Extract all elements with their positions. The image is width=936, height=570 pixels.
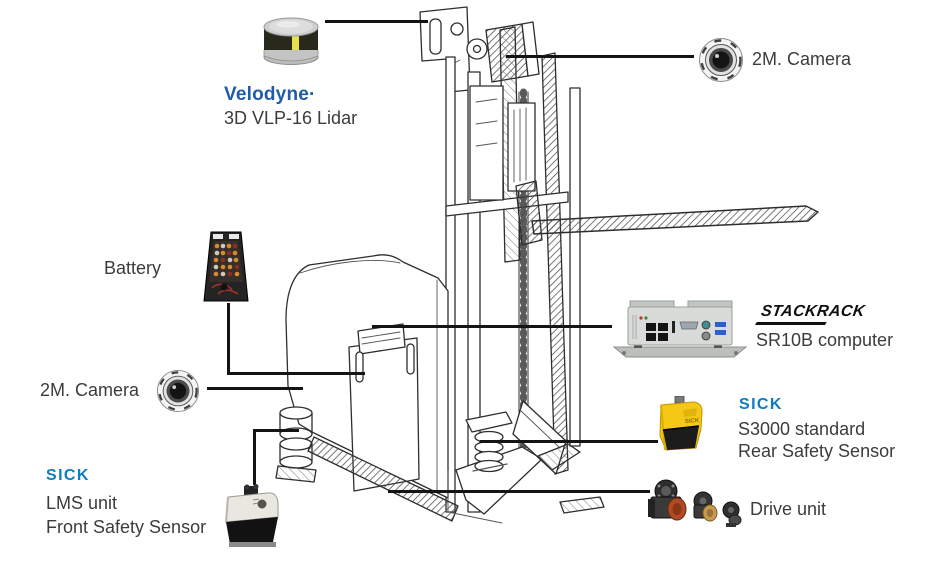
computer-label: SR10B computer [756, 330, 894, 350]
leader-battery-vertical [227, 303, 230, 375]
lidar-label: 3D VLP-16 Lidar [224, 108, 358, 128]
leader-camera-left [207, 387, 303, 390]
camera-left-label: 2M. Camera [40, 380, 140, 400]
forklift-sketch [275, 6, 819, 524]
sr10b-computer-image [612, 300, 748, 358]
drive-unit-image [648, 479, 742, 527]
leader-camera-top [506, 55, 694, 58]
velodyne-logo: Velodyne· [224, 84, 316, 105]
camera-top-icon [699, 38, 743, 82]
leader-front-sensor-vertical [253, 429, 256, 485]
fork [515, 180, 819, 246]
mast-carriage [469, 85, 536, 201]
drive-unit-label: Drive unit [750, 499, 827, 519]
stackrack-logo-underline [755, 322, 827, 325]
mast-top-bracket [419, 6, 471, 93]
leader-rear-sensor [480, 440, 658, 443]
lms-sensor-image [225, 484, 279, 547]
rear-sensor-brand: SICK [739, 396, 783, 413]
base-skid [307, 436, 503, 524]
rear-sensor-model: S3000 standard [738, 419, 866, 439]
battery-label: Battery [104, 258, 162, 278]
body-cabinet [285, 254, 449, 499]
leader-battery-horizontal [227, 372, 365, 375]
s3000-sensor-image: SICK [659, 396, 703, 451]
front-sensor-label: Front Safety Sensor [46, 517, 207, 537]
mast-columns [445, 26, 581, 513]
front-sensor-model: LMS unit [46, 493, 118, 513]
rear-sensor-label: Rear Safety Sensor [738, 441, 896, 461]
front-sensor-brand: SICK [46, 467, 90, 484]
camera-left-icon [156, 369, 200, 413]
leader-drive-unit [388, 490, 650, 493]
leader-front-sensor-horizontal [253, 429, 299, 432]
svg-text:SICK: SICK [685, 418, 700, 425]
battery-image [203, 231, 249, 302]
front-wheel-cylinders [275, 406, 317, 483]
leader-computer [372, 325, 612, 328]
leader-lidar [325, 20, 428, 23]
stackrack-logo: STACKRACK [759, 303, 867, 320]
camera-top-label: 2M. Camera [752, 49, 852, 69]
velodyne-lidar-image [263, 17, 319, 65]
